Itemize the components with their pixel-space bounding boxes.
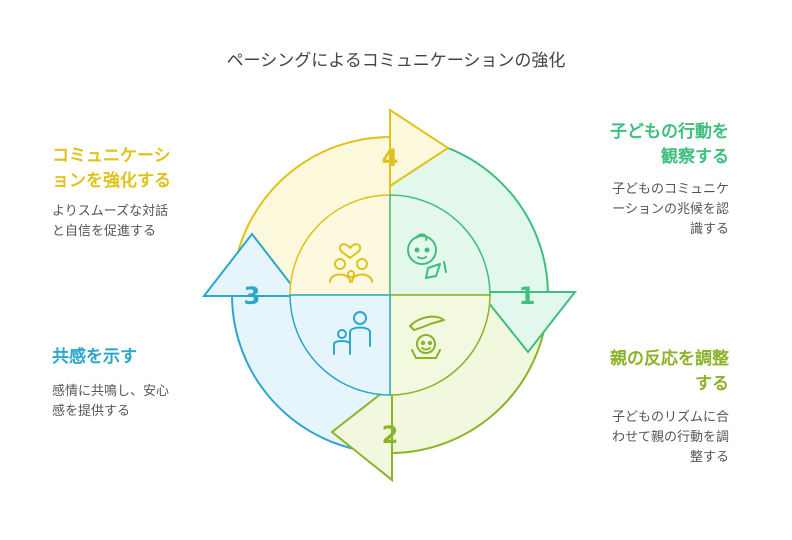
step-2-heading: 親の反応を調整 する xyxy=(540,347,729,397)
step-1-heading: 子どもの行動を 観察する xyxy=(540,120,729,170)
step-2-description-line-2: わせて親の行動を調 xyxy=(611,430,729,445)
step-number-3: 3 xyxy=(244,282,261,310)
step-4-heading-line-2: ョンを強化する xyxy=(52,171,171,191)
step-3-description-line-2: 感を提供する xyxy=(52,404,131,419)
step-1-description-line-3: 識する xyxy=(689,222,729,237)
step-1-description-line-2: ーションの兆候を認 xyxy=(612,202,729,217)
inner-quadrant-1 xyxy=(389,194,491,296)
step-number-2: 2 xyxy=(382,421,399,449)
step-2-heading-line-1: 親の反応を調整 xyxy=(610,349,729,369)
step-4-description-line-1: よりスムーズな対話 xyxy=(52,204,169,219)
hand-over-child-icon xyxy=(409,315,445,359)
arrowhead-step-3 xyxy=(201,232,303,297)
step-1-heading-line-1: 子どもの行動を xyxy=(610,122,729,142)
step-3-heading-line-1: 共感を示す xyxy=(52,347,137,367)
step-3-description-line-1: 感情に共鳴し、安心 xyxy=(52,384,170,399)
arrowhead-step-2 xyxy=(330,382,393,483)
step-1-description: 子どものコミュニケ ーションの兆候を認 識する xyxy=(560,180,729,240)
inner-quadrant-2 xyxy=(389,294,491,396)
step-3-description: 感情に共鳴し、安心 感を提供する xyxy=(52,382,212,422)
arrowhead-step-4 xyxy=(389,108,450,188)
step-2-description-line-3: 整する xyxy=(689,450,729,465)
step-3-heading: 共感を示す xyxy=(52,345,232,370)
family-heart-icon xyxy=(329,243,373,283)
step-4-description: よりスムーズな対話 と自信を促進する xyxy=(52,202,222,242)
step-2-heading-line-2: する xyxy=(695,374,729,394)
baby-face-icon xyxy=(407,233,447,279)
arrowhead-step-1 xyxy=(477,291,578,354)
step-2-description-line-1: 子どものリズムに合 xyxy=(611,410,729,425)
step-4-heading-line-1: コミュニケーシ xyxy=(52,146,171,166)
step-4-heading: コミュニケーシ ョンを強化する xyxy=(52,144,232,194)
diagram-title: ペーシングによるコミュニケーションの強化 xyxy=(226,51,566,71)
step-number-4: 4 xyxy=(382,144,399,172)
step-1-description-line-1: 子どものコミュニケ xyxy=(611,182,729,197)
step-2-description: 子どものリズムに合 わせて親の行動を調 整する xyxy=(560,408,729,468)
step-1-heading-line-2: 観察する xyxy=(661,147,729,167)
step-number-1: 1 xyxy=(519,282,536,310)
step-4-description-line-2: と自信を促進する xyxy=(52,224,157,239)
parent-child-icon xyxy=(333,311,371,355)
